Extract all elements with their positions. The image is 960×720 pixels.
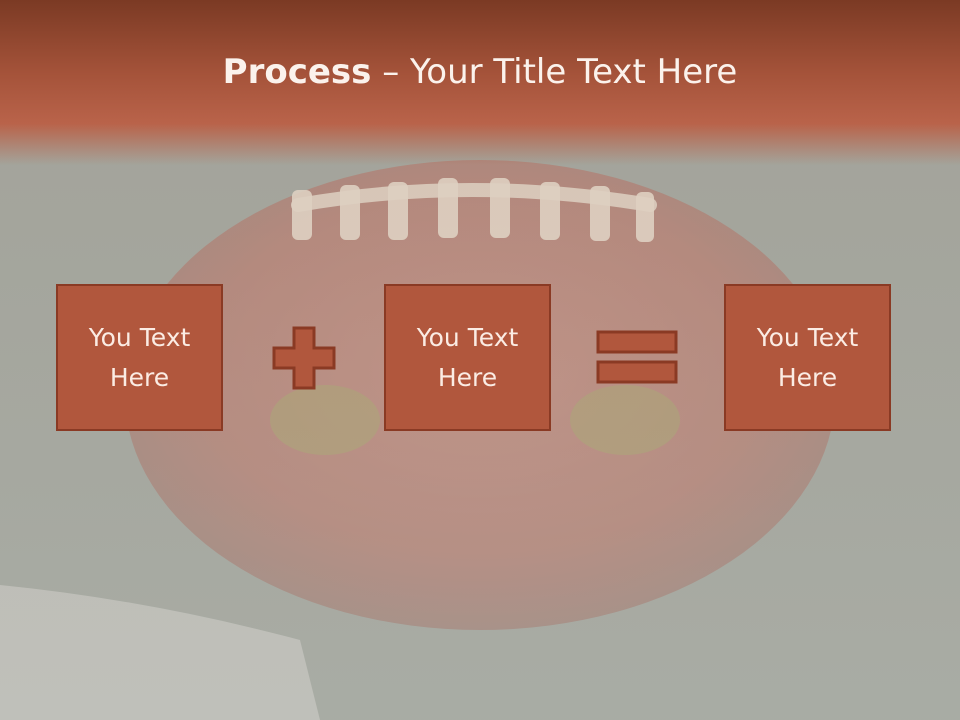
equals-icon — [596, 330, 678, 384]
process-box-label: You Text Here — [756, 322, 859, 392]
process-box-2[interactable]: You Text Here — [384, 284, 551, 431]
title-bold: Process — [222, 52, 372, 92]
title-band — [0, 0, 960, 165]
title-separator: – — [371, 52, 411, 92]
process-box-3[interactable]: You Text Here — [724, 284, 891, 431]
process-box-1[interactable]: You Text Here — [56, 284, 223, 431]
plus-icon — [272, 326, 336, 390]
process-box-label: You Text Here — [88, 322, 191, 392]
process-box-label: You Text Here — [416, 322, 519, 392]
slide-title: Process – Your Title Text Here — [0, 52, 960, 92]
title-text: Your Title Text Here — [410, 52, 738, 92]
